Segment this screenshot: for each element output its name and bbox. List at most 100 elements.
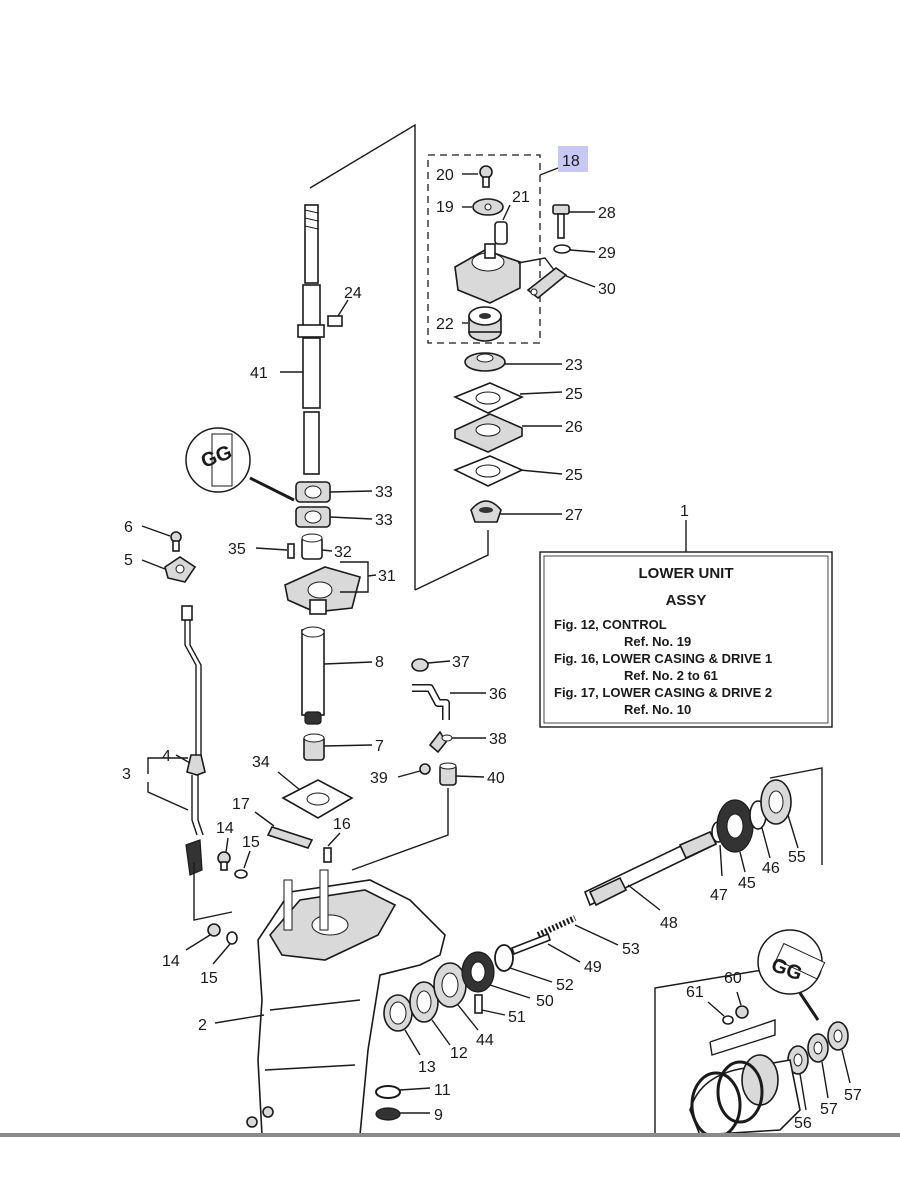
callout-32[interactable]: 32 [334,544,352,561]
callout-31[interactable]: 31 [378,568,396,585]
dowel-part-16[interactable] [323,847,332,863]
washer-part-15-lower[interactable] [226,931,238,945]
callout-61[interactable]: 61 [686,984,704,1001]
callout-20[interactable]: 20 [436,167,454,184]
callout-25-upper[interactable]: 25 [565,386,583,403]
callout-14-upper[interactable]: 14 [216,820,234,837]
oil-seal-part-32[interactable] [301,533,323,560]
callout-19[interactable]: 19 [436,199,454,216]
sleeve-part-8[interactable] [301,626,325,725]
callout-16[interactable]: 16 [333,816,351,833]
grommet-part-38[interactable] [428,730,453,754]
callout-1[interactable]: 1 [680,503,689,520]
bushing-part-7[interactable] [303,733,325,761]
plate-part-19[interactable] [472,198,504,216]
dowel-part-35[interactable] [287,543,295,559]
callout-56[interactable]: 56 [794,1115,812,1132]
gasket-part-34[interactable] [281,779,354,819]
plunger-part-49[interactable] [511,932,551,956]
callout-35[interactable]: 35 [228,541,246,558]
impeller-part-23[interactable] [464,352,506,372]
bolt-part-14-upper[interactable] [217,851,231,871]
callout-50[interactable]: 50 [536,993,554,1010]
housing-part-56[interactable] [787,1045,809,1075]
callout-37[interactable]: 37 [452,654,470,671]
callout-8[interactable]: 8 [375,654,384,671]
washer-part-61[interactable] [722,1015,734,1025]
bolt-part-bottom[interactable] [246,1106,274,1128]
callout-22[interactable]: 22 [436,316,454,333]
washer-part-15-upper[interactable] [234,869,248,879]
bracket-part-5[interactable] [164,556,197,583]
callout-60[interactable]: 60 [724,970,742,987]
pin-part-51[interactable] [474,994,483,1014]
bolt-part-39[interactable] [419,763,431,775]
housing-part-31[interactable] [284,566,361,615]
callout-23[interactable]: 23 [565,357,583,374]
washer-part-9[interactable] [375,1107,401,1121]
plate-part-26[interactable] [454,413,523,453]
callout-13[interactable]: 13 [418,1059,436,1076]
callout-38[interactable]: 38 [489,731,507,748]
bolt-part-6[interactable] [170,531,182,552]
callout-14-lower[interactable]: 14 [162,953,180,970]
bearing-part-12[interactable] [409,981,439,1023]
housing-part-44[interactable] [433,962,467,1008]
ring-part-52[interactable] [494,944,514,972]
callout-18[interactable]: 18 [562,153,580,170]
callout-46[interactable]: 46 [762,860,780,877]
washer-part-11[interactable] [375,1085,401,1099]
callout-49[interactable]: 49 [584,959,602,976]
callout-21[interactable]: 21 [512,189,530,206]
callout-28[interactable]: 28 [598,205,616,222]
pin-part-24[interactable] [327,315,343,327]
water-tube-part-36[interactable] [412,684,450,720]
callout-6[interactable]: 6 [124,519,133,536]
callout-34[interactable]: 34 [252,754,270,771]
callout-47[interactable]: 47 [710,887,728,904]
gear-part-45[interactable] [716,799,754,853]
callout-4[interactable]: 4 [162,748,171,765]
pump-housing-part-22-group[interactable] [454,243,521,304]
callout-27[interactable]: 27 [565,507,583,524]
lower-casing-part-2[interactable] [257,869,446,1136]
washer-part-29[interactable] [553,244,571,254]
grommet-part-40[interactable] [439,762,457,786]
callout-33-upper[interactable]: 33 [375,484,393,501]
propeller-shaft-part-48[interactable] [583,830,718,907]
callout-45[interactable]: 45 [738,875,756,892]
oil-seal-part-13[interactable] [383,994,413,1032]
callout-52[interactable]: 52 [556,977,574,994]
gear-part-50[interactable] [461,951,495,993]
bolt-part-20[interactable] [479,165,493,188]
cup-part-22[interactable] [468,306,502,342]
callout-57-b[interactable]: 57 [844,1087,862,1104]
spring-part-53[interactable] [536,915,577,938]
callout-3[interactable]: 3 [122,766,131,783]
callout-51[interactable]: 51 [508,1009,526,1026]
shift-rod-assy[interactable] [181,605,206,876]
callout-53[interactable]: 53 [622,941,640,958]
grommet-part-37[interactable] [411,658,429,672]
callout-26[interactable]: 26 [565,419,583,436]
bearing-part-33-upper[interactable] [295,481,331,503]
plate-part-17[interactable] [266,826,314,849]
callout-12[interactable]: 12 [450,1045,468,1062]
callout-41[interactable]: 41 [250,365,268,382]
callout-40[interactable]: 40 [487,770,505,787]
callout-15-upper[interactable]: 15 [242,834,260,851]
callout-11[interactable]: 11 [434,1082,451,1099]
callout-2[interactable]: 2 [198,1017,207,1034]
callout-36[interactable]: 36 [489,686,507,703]
gasket-part-25-lower[interactable] [453,455,524,487]
propeller-housing[interactable] [689,1054,801,1139]
bearing-part-55[interactable] [760,779,792,825]
bearing-part-33-lower[interactable] [295,506,331,528]
callout-44[interactable]: 44 [476,1032,494,1049]
bolt-part-14-lower[interactable] [207,923,221,937]
callout-55[interactable]: 55 [788,849,806,866]
callout-9[interactable]: 9 [434,1107,443,1124]
callout-7[interactable]: 7 [375,738,384,755]
insert-part-21[interactable] [494,221,508,245]
bracket-part-30[interactable] [526,267,568,300]
